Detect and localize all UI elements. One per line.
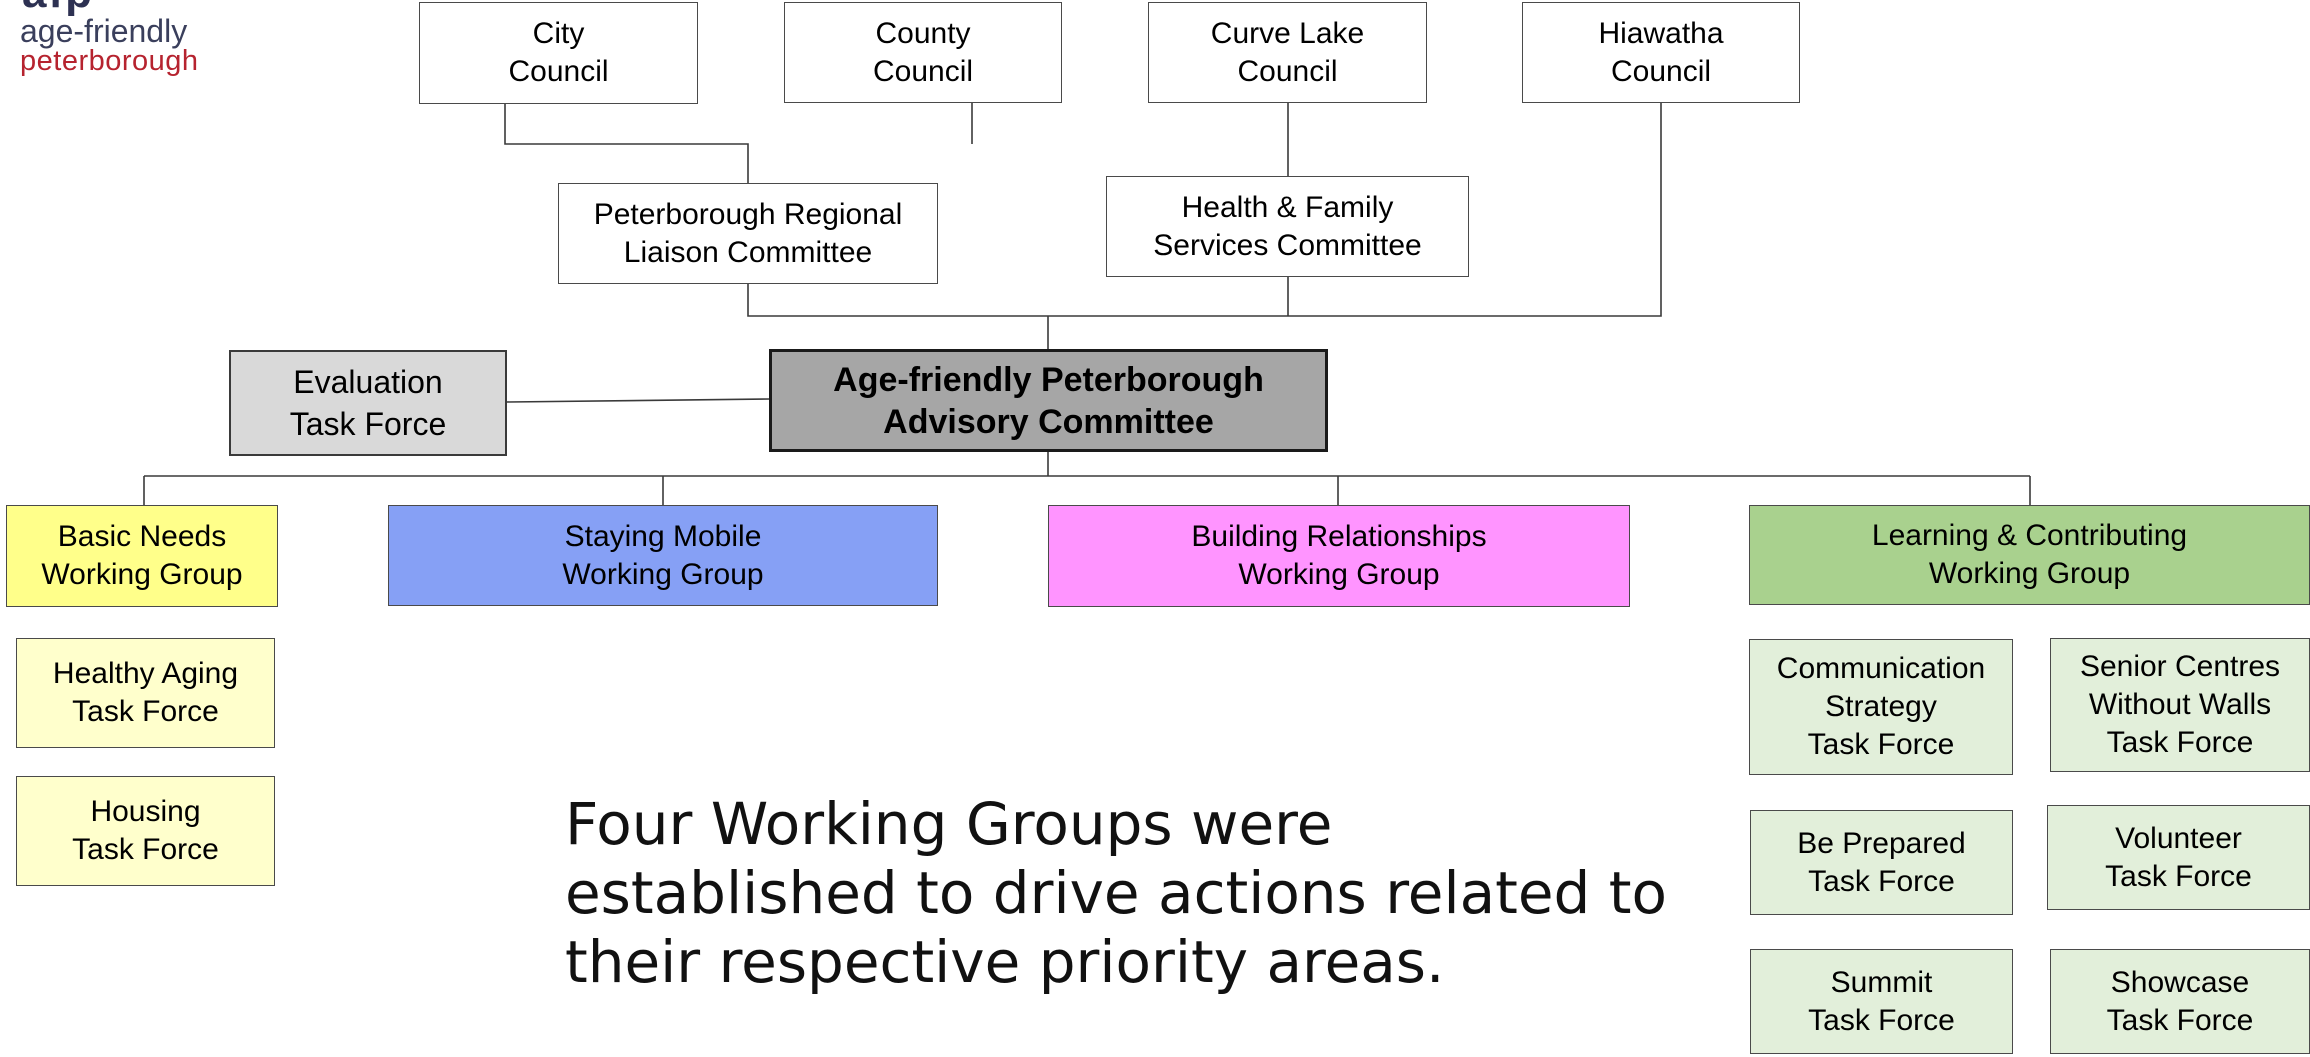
connector-liaison-advisory [747, 103, 1662, 317]
learning-contributing-line1: Learning & Contributing [1871, 519, 2188, 552]
learning-contributing-working-group-box: Learning & Contributing Working Group [1749, 505, 2310, 605]
curve-lake-council-box: Curve Lake Council [1148, 2, 1427, 103]
county-council-line2: Council [872, 54, 974, 88]
learning-contributing-line2: Working Group [1928, 557, 2131, 590]
liaison-committee-box: Peterborough Regional Liaison Committee [558, 183, 938, 284]
advisory-committee-line1: Age-friendly Peterborough [833, 360, 1264, 399]
communication-strategy-line3: Task Force [1807, 728, 1955, 761]
logo-mark: afp [22, 0, 94, 16]
caption-line2: established to drive actions related to [565, 859, 1668, 927]
senior-centres-line3: Task Force [2106, 726, 2254, 759]
city-council-line1: City [532, 17, 585, 50]
connector-city-liaison [504, 103, 749, 183]
showcase-task-force-box: Showcase Task Force [2050, 949, 2310, 1054]
senior-centres-task-force-box: Senior Centres Without Walls Task Force [2050, 638, 2310, 772]
hiawatha-council-box: Hiawatha Council [1522, 2, 1800, 103]
communication-strategy-line1: Communication [1776, 652, 1986, 685]
logo-text-age-friendly: age-friendly [20, 13, 188, 49]
liaison-committee-line1: Peterborough Regional [593, 197, 903, 231]
caption-line1: Four Working Groups were [565, 790, 1333, 858]
evaluation-task-force-line1: Evaluation [293, 364, 443, 400]
city-council-line2: Council [508, 55, 609, 88]
healthy-aging-line1: Healthy Aging [52, 657, 239, 690]
curve-lake-council-line2: Council [1237, 54, 1338, 88]
volunteer-line2: Task Force [2105, 859, 2252, 893]
building-relationships-line1: Building Relationships [1191, 520, 1487, 553]
be-prepared-line1: Be Prepared [1797, 826, 1966, 860]
staying-mobile-working-group-box: Staying Mobile Working Group [388, 505, 938, 606]
connector-evaluation-advisory [506, 398, 771, 403]
communication-strategy-task-force-box: Communication Strategy Task Force [1749, 639, 2013, 775]
staying-mobile-line1: Staying Mobile [564, 519, 762, 553]
be-prepared-line2: Task Force [1808, 864, 1955, 898]
health-family-committee-box: Health & Family Services Committee [1106, 176, 1469, 277]
housing-line2: Task Force [72, 833, 219, 866]
housing-line1: Housing [90, 795, 201, 828]
basic-needs-line2: Working Group [41, 558, 243, 591]
basic-needs-working-group-box: Basic Needs Working Group [6, 505, 278, 607]
senior-centres-line1: Senior Centres [2079, 650, 2281, 683]
county-council-line1: County [875, 16, 971, 50]
volunteer-line1: Volunteer [2115, 821, 2242, 855]
healthy-aging-task-force-box: Healthy Aging Task Force [16, 638, 275, 748]
age-friendly-peterborough-logo: afp age-friendly peterborough [0, 0, 260, 90]
city-council-box: City Council [419, 2, 698, 104]
communication-strategy-line2: Strategy [1825, 690, 1937, 723]
showcase-line1: Showcase [2110, 965, 2250, 999]
curve-lake-council-line1: Curve Lake [1210, 16, 1365, 50]
be-prepared-task-force-box: Be Prepared Task Force [1750, 810, 2013, 915]
senior-centres-line2: Without Walls [2088, 688, 2272, 721]
building-relationships-line2: Working Group [1238, 558, 1440, 591]
evaluation-task-force-box: Evaluation Task Force [229, 350, 507, 456]
summit-line1: Summit [1830, 965, 1933, 999]
hiawatha-council-line2: Council [1610, 54, 1712, 88]
housing-task-force-box: Housing Task Force [16, 776, 275, 886]
basic-needs-line1: Basic Needs [57, 520, 227, 553]
county-council-box: County Council [784, 2, 1062, 103]
health-family-committee-line1: Health & Family [1181, 190, 1394, 224]
summit-task-force-box: Summit Task Force [1750, 949, 2013, 1054]
health-family-committee-line2: Services Committee [1153, 228, 1422, 262]
hiawatha-council-line1: Hiawatha [1598, 16, 1724, 50]
showcase-line2: Task Force [2106, 1003, 2254, 1037]
evaluation-task-force-line2: Task Force [289, 406, 447, 442]
summit-line2: Task Force [1808, 1003, 1955, 1037]
advisory-committee-line2: Advisory Committee [883, 402, 1214, 441]
caption-line3: their respective priority areas. [565, 928, 1445, 996]
volunteer-task-force-box: Volunteer Task Force [2047, 805, 2310, 910]
building-relationships-working-group-box: Building Relationships Working Group [1048, 505, 1630, 607]
liaison-committee-line2: Liaison Committee [623, 235, 873, 269]
advisory-committee-box: Age-friendly Peterborough Advisory Commi… [769, 349, 1328, 452]
logo-text-peterborough: peterborough [20, 45, 199, 77]
healthy-aging-line2: Task Force [72, 695, 219, 728]
working-groups-caption: Four Working Groups were established to … [565, 790, 1668, 997]
staying-mobile-line2: Working Group [562, 557, 764, 591]
